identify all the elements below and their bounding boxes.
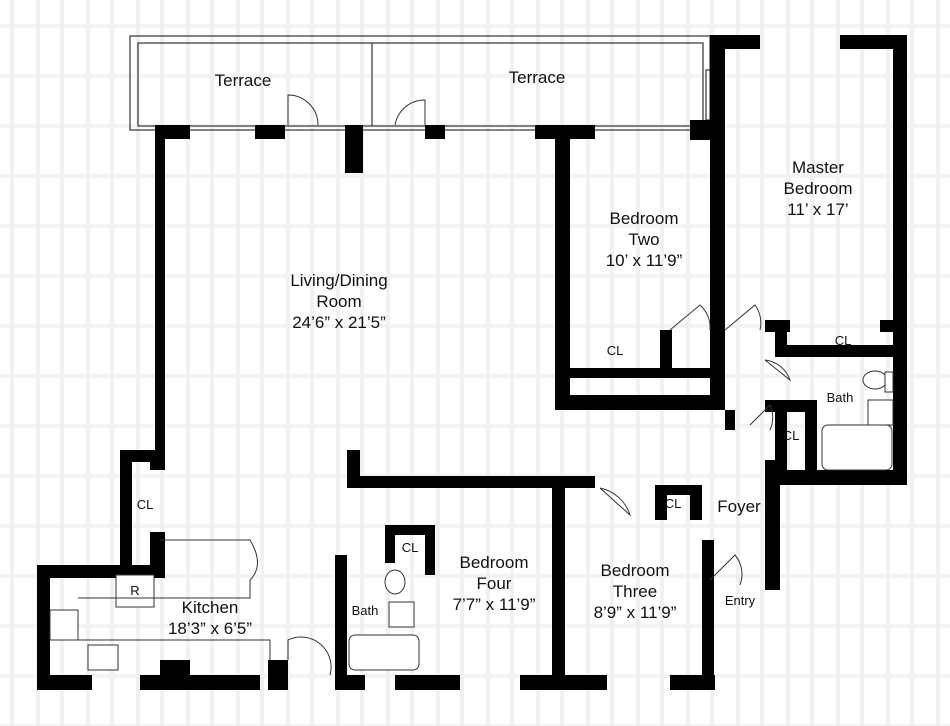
refrigerator-label: R [130,583,140,598]
name2: Room [316,292,362,311]
name1: Bedroom [459,553,529,572]
walls [37,35,907,690]
closet-label: CL [664,496,682,511]
closet-label: CL [136,497,154,512]
terrace-right-label: Terrace [508,68,566,87]
dims: 11’ x 17’ [787,200,849,219]
terrace-left-label: Terrace [214,71,272,90]
name2: Four [476,574,512,593]
dims: 8’9” x 11’9” [593,603,677,622]
closet-label: CL [606,343,624,358]
entry-label: Entry [724,593,756,608]
closet-label: CL [782,428,800,443]
name1: Master [792,158,844,177]
closet-label: CL [834,333,852,348]
name1: Living/Dining [290,271,388,290]
dims: 18’3” x 6’5” [167,619,253,638]
name: Kitchen [181,598,239,617]
name1: Bedroom [600,561,670,580]
name2: Three [612,582,658,601]
closet-label: CL [401,540,419,555]
dims: 24’6” x 21’5” [292,313,386,332]
hall-bath-label: Bath [351,603,379,618]
foyer-label: Foyer [717,497,761,516]
fixtures [49,370,894,671]
dims: 7’7” x 11’9” [452,595,536,614]
kitchen-label: Kitchen 18’3” x 6’5” [168,597,252,639]
master-bath-label: Bath [826,390,854,405]
name2: Two [628,230,660,249]
name1: Bedroom [609,209,679,228]
dims: 10’ x 11’9” [605,251,683,270]
doors [287,94,792,676]
name2: Bedroom [783,179,853,198]
